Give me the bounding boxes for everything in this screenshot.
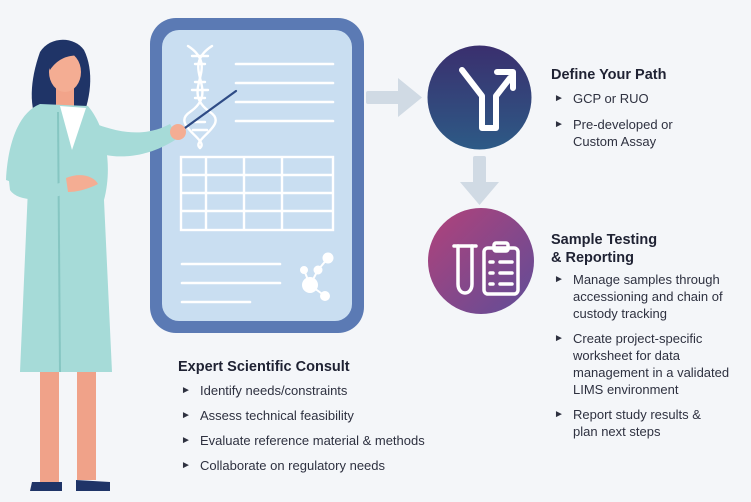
list-item-text: Report study results & plan next steps [573,407,701,439]
consult-list: ► Identify needs/constraints ► Assess tech… [178,382,478,474]
list-item: ► Assess technical feasibility [178,407,478,424]
list-item-text: Create project-specific worksheet for da… [573,331,730,397]
arrow-down [460,156,499,205]
branch-arrow-icon [427,45,532,150]
bullet-icon: ► [181,385,191,396]
board-text-lines [234,62,335,123]
scientist-figure [6,39,186,491]
list-item-text: GCP or RUO [573,91,649,106]
path-title: Define Your Path [551,67,667,83]
bullet-icon: ► [554,119,564,130]
list-item-text: Pre-developed or Custom Assay [573,117,673,149]
dna-icon [183,44,217,150]
list-item: ► Report study results & plan next steps [551,406,723,440]
list-item: ► GCP or RUO [551,90,746,107]
bullet-icon: ► [181,460,191,471]
list-item-text: Evaluate reference material & methods [200,433,425,448]
list-item-text: Collaborate on regulatory needs [200,458,386,473]
bullet-icon: ► [554,409,564,420]
bullet-icon: ► [554,93,564,104]
bullet-icon: ► [554,274,564,285]
list-item: ► Manage samples through accessioning and… [551,271,746,322]
list-item-text: Identify needs/constraints [200,383,348,398]
consult-section: Expert Scientific Consult ► Identify need… [178,358,478,482]
bullet-icon: ► [554,333,564,344]
path-list: ► GCP or RUO ► Pre-developed or Custom Ass… [551,90,746,150]
consult-title: Expert Scientific Consult [178,359,350,375]
list-item-text: Assess technical feasibility [200,408,354,423]
molecule-icon [300,252,334,301]
testing-title: Sample Testing & Reporting [551,231,746,267]
board-bottom-lines [180,262,282,304]
list-item: ► Pre-developed or Custom Assay [551,116,703,150]
list-item: ► Evaluate reference material & methods [178,432,478,449]
test-tube-clipboard-icon [428,208,534,314]
testing-title-line1: Sample Testing [551,232,658,248]
testing-list: ► Manage samples through accessioning and… [551,271,746,440]
testing-section: Sample Testing & Reporting ► Manage sample… [551,231,746,448]
board-table-grid [179,155,335,232]
whiteboard [150,18,364,333]
list-item: ► Collaborate on regulatory needs [178,457,478,474]
testing-title-line2: & Reporting [551,250,634,266]
list-item: ► Create project-specific worksheet for d… [551,330,746,398]
bullet-icon: ► [181,435,191,446]
pointer-stick [176,89,238,135]
bullet-icon: ► [181,410,191,421]
list-item: ► Identify needs/constraints [178,382,478,399]
path-section: Define Your Path ► GCP or RUO ► Pre-develo… [551,66,746,159]
arrow-right [366,78,422,117]
list-item-text: Manage samples through accessioning and … [573,272,723,321]
